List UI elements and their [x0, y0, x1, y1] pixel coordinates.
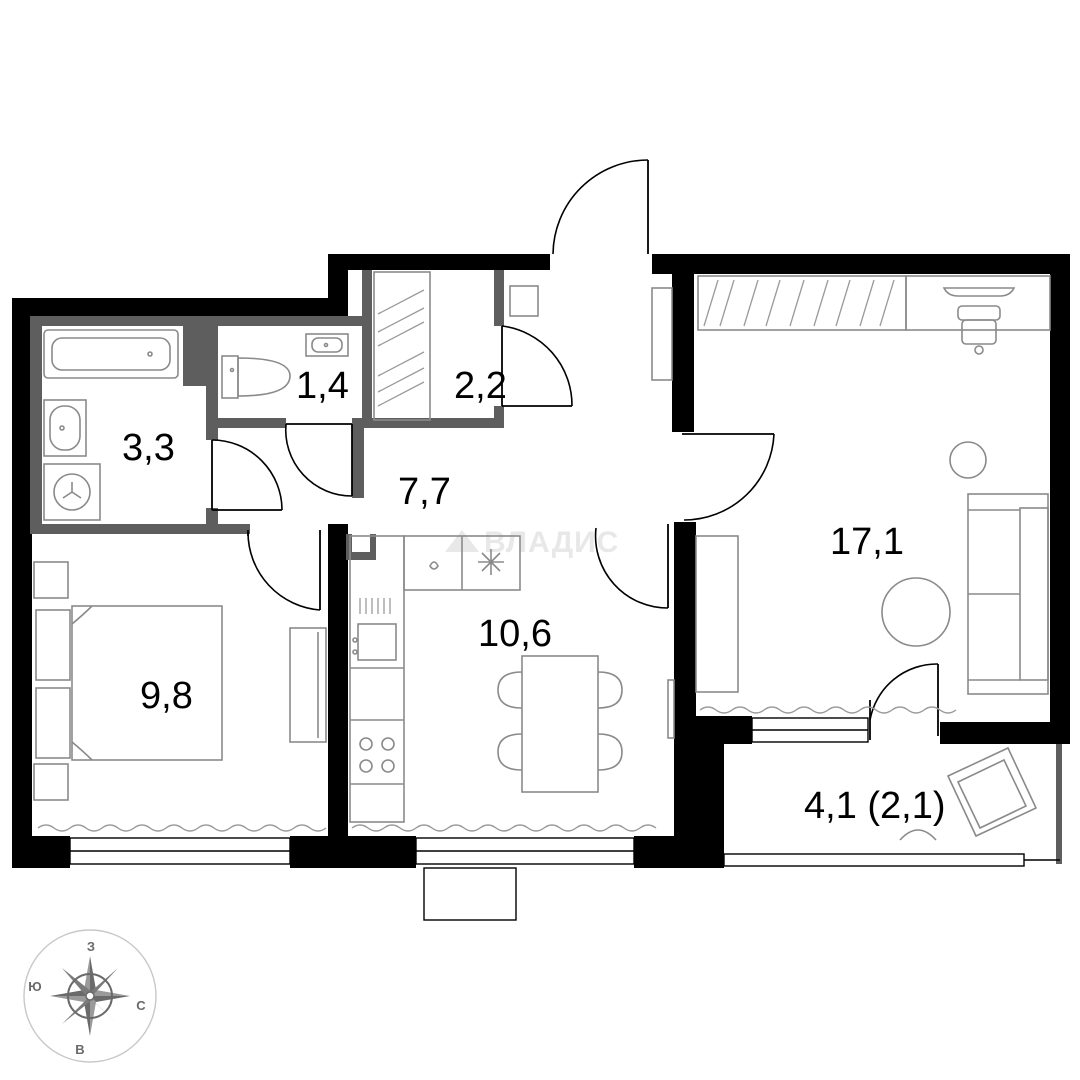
bedroom-wardrobe — [33, 561, 69, 801]
door-toilet — [284, 423, 353, 497]
area-toilet: 1,4 — [296, 365, 349, 407]
area-kitchen: 10,6 — [478, 613, 552, 655]
furniture — [33, 271, 1051, 841]
watermark-text: ВЛАДИС — [484, 526, 619, 559]
compass-rose-icon — [50, 956, 130, 1036]
desk — [905, 275, 1051, 355]
area-labels: 3,3 1,4 2,2 7,7 17,1 9,8 10,6 4,1 (2,1) — [122, 365, 946, 827]
kitchen-sink — [352, 598, 397, 661]
door-kitchen — [594, 524, 669, 609]
coffee-table — [881, 577, 951, 647]
round-stool — [949, 441, 987, 479]
watermark: ВЛАДИС — [445, 526, 619, 559]
kitchen-counter — [349, 535, 521, 823]
doors — [211, 159, 939, 740]
curtains — [37, 706, 957, 832]
area-living: 17,1 — [830, 521, 904, 563]
bed — [35, 605, 223, 761]
dining-table — [497, 655, 623, 793]
sofa — [967, 493, 1049, 695]
bathtub — [43, 329, 179, 379]
storage-shelves — [373, 271, 431, 421]
area-bathroom: 3,3 — [122, 427, 175, 469]
area-bedroom: 9,8 — [140, 675, 193, 717]
compass: З В Ю С — [23, 929, 157, 1063]
door-storage — [501, 325, 573, 407]
hall-cabinet — [509, 285, 673, 381]
compass-east: С — [136, 998, 146, 1013]
door-bathroom — [211, 439, 283, 511]
door-balcony — [869, 663, 939, 740]
inner-walls — [30, 270, 1062, 864]
toilet-sink — [305, 333, 349, 357]
area-balcony: 4,1 (2,1) — [804, 785, 946, 827]
stove — [359, 737, 395, 773]
area-storage: 2,2 — [454, 365, 507, 407]
windows — [69, 717, 1060, 921]
washing-machine — [43, 463, 101, 521]
compass-north: З — [87, 939, 95, 954]
window-balcony — [723, 853, 1025, 867]
tv-stand-kitchen — [667, 679, 675, 739]
bedroom-dresser — [289, 627, 327, 743]
living-wardrobe — [697, 275, 907, 331]
toilet — [221, 355, 291, 399]
door-living — [682, 433, 775, 521]
outer-walls — [12, 254, 1070, 868]
armchair — [899, 746, 1038, 841]
area-hall: 7,7 — [398, 471, 451, 513]
tv-stand-living — [695, 535, 739, 693]
compass-south: В — [75, 1042, 84, 1057]
washbasin — [43, 399, 87, 457]
door-bedroom — [247, 530, 321, 611]
compass-west: Ю — [28, 979, 41, 994]
door-entrance — [552, 159, 649, 255]
